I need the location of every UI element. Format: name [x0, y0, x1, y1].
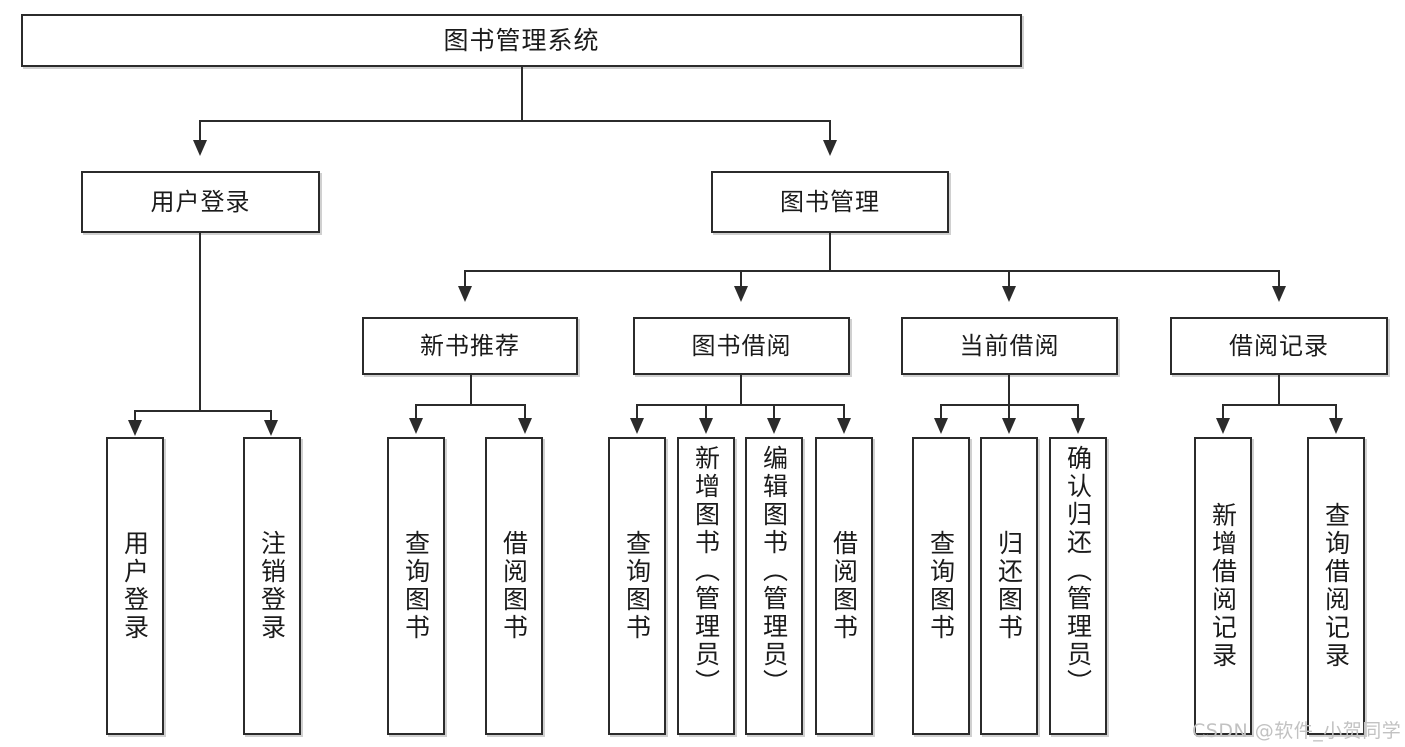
connector-to-new-book [464, 270, 466, 288]
arrowhead-book-manage [823, 140, 837, 156]
arrowhead-leaf-borrow-book-1 [518, 418, 532, 434]
node-label: 编辑图书（管理员） [759, 445, 789, 697]
node-label: 借阅图书 [829, 530, 859, 642]
arrowhead-leaf-query-record [1329, 418, 1343, 434]
arrowhead-leaf-add-book [699, 418, 713, 434]
connector-root-stem [521, 67, 523, 121]
connector-new-book-leaf-1 [415, 404, 417, 420]
arrowhead-leaf-borrow-book-2 [837, 418, 851, 434]
node-current-borrow[interactable]: 当前借阅 [901, 317, 1118, 375]
connector-borrow-record-bus [1222, 404, 1336, 406]
node-label: 新增图书（管理员） [691, 445, 721, 697]
leaf-logout[interactable]: 注销登录 [243, 437, 301, 735]
arrowhead-book-borrow [734, 286, 748, 302]
connector-current-borrow-stem [1008, 375, 1010, 406]
connector-book-borrow-leaf-2 [705, 404, 707, 420]
connector-borrow-record-leaf-1 [1222, 404, 1224, 420]
leaf-query-book-borrow[interactable]: 查询图书 [608, 437, 666, 735]
node-label: 图书借阅 [691, 331, 792, 360]
arrowhead-user-login [193, 140, 207, 156]
node-book-borrow[interactable]: 图书借阅 [633, 317, 850, 375]
node-label: 归还图书 [994, 530, 1024, 642]
node-label: 查询图书 [401, 530, 431, 642]
connector-to-user-login [199, 120, 201, 142]
node-root-system[interactable]: 图书管理系统 [21, 14, 1022, 67]
connector-borrow-record-leaf-2 [1335, 404, 1337, 420]
arrowhead-leaf-edit-book [767, 418, 781, 434]
connector-new-book-stem [470, 375, 472, 406]
leaf-add-book-admin[interactable]: 新增图书（管理员） [677, 437, 735, 735]
connector-user-login-stem [199, 233, 201, 412]
leaf-edit-book-admin[interactable]: 编辑图书（管理员） [745, 437, 803, 735]
leaf-return-book[interactable]: 归还图书 [980, 437, 1038, 735]
node-book-management[interactable]: 图书管理 [711, 171, 949, 233]
leaf-query-book-current[interactable]: 查询图书 [912, 437, 970, 735]
connector-current-borrow-leaf-2 [1008, 404, 1010, 420]
node-label: 借阅记录 [1229, 331, 1329, 360]
leaf-add-borrow-record[interactable]: 新增借阅记录 [1194, 437, 1252, 735]
connector-book-borrow-leaf-3 [773, 404, 775, 420]
node-label: 确认归还（管理员） [1063, 445, 1093, 697]
node-label: 注销登录 [257, 530, 287, 642]
arrowhead-leaf-confirm-return [1071, 418, 1085, 434]
node-label: 借阅图书 [499, 530, 529, 642]
connector-book-borrow-stem [740, 375, 742, 406]
node-new-book-recommend[interactable]: 新书推荐 [362, 317, 578, 375]
node-label: 新书推荐 [420, 331, 520, 360]
node-label: 用户登录 [150, 187, 251, 216]
connector-new-book-leaf-2 [524, 404, 526, 420]
connector-to-book-manage [829, 120, 831, 142]
arrowhead-new-book [458, 286, 472, 302]
connector-user-login-bus [134, 410, 271, 412]
node-label: 查询图书 [622, 530, 652, 642]
leaf-query-book-recommend[interactable]: 查询图书 [387, 437, 445, 735]
node-borrow-record[interactable]: 借阅记录 [1170, 317, 1388, 375]
connector-book-borrow-leaf-1 [636, 404, 638, 420]
leaf-borrow-book-recommend[interactable]: 借阅图书 [485, 437, 543, 735]
connector-level2-bus [199, 120, 831, 122]
arrowhead-current-borrow [1002, 286, 1016, 302]
connector-current-borrow-leaf-3 [1077, 404, 1079, 420]
node-user-login[interactable]: 用户登录 [81, 171, 320, 233]
connector-to-book-borrow [740, 270, 742, 288]
connector-level3-bus [464, 270, 1280, 272]
connector-to-borrow-record [1278, 270, 1280, 288]
arrowhead-leaf-logout [264, 420, 278, 436]
node-label: 查询图书 [926, 530, 956, 642]
node-label: 当前借阅 [959, 331, 1060, 360]
arrowhead-leaf-add-record [1216, 418, 1230, 434]
connector-new-book-bus [415, 404, 525, 406]
arrowhead-leaf-user-login [128, 420, 142, 436]
connector-user-login-leaf-1 [134, 410, 136, 422]
arrowhead-leaf-query-book-2 [630, 418, 644, 434]
arrowhead-borrow-record [1272, 286, 1286, 302]
connector-book-manage-stem [829, 233, 831, 271]
connector-current-borrow-leaf-1 [940, 404, 942, 420]
watermark-text: CSDN @软件_小贺同学 [1192, 720, 1402, 742]
node-label: 图书管理 [780, 187, 880, 216]
leaf-user-login[interactable]: 用户登录 [106, 437, 164, 735]
connector-user-login-leaf-2 [270, 410, 272, 422]
arrowhead-leaf-query-book-3 [934, 418, 948, 434]
node-label: 新增借阅记录 [1208, 502, 1238, 670]
arrowhead-leaf-query-book-1 [409, 418, 423, 434]
leaf-query-borrow-record[interactable]: 查询借阅记录 [1307, 437, 1365, 735]
node-label: 用户登录 [120, 530, 150, 642]
connector-book-borrow-bus [636, 404, 844, 406]
node-label: 查询借阅记录 [1321, 502, 1351, 670]
connector-to-current-borrow [1008, 270, 1010, 288]
connector-borrow-record-stem [1278, 375, 1280, 406]
leaf-borrow-book[interactable]: 借阅图书 [815, 437, 873, 735]
connector-book-borrow-leaf-4 [843, 404, 845, 420]
arrowhead-leaf-return-book [1002, 418, 1016, 434]
leaf-confirm-return-admin[interactable]: 确认归还（管理员） [1049, 437, 1107, 735]
node-label: 图书管理系统 [443, 25, 600, 55]
